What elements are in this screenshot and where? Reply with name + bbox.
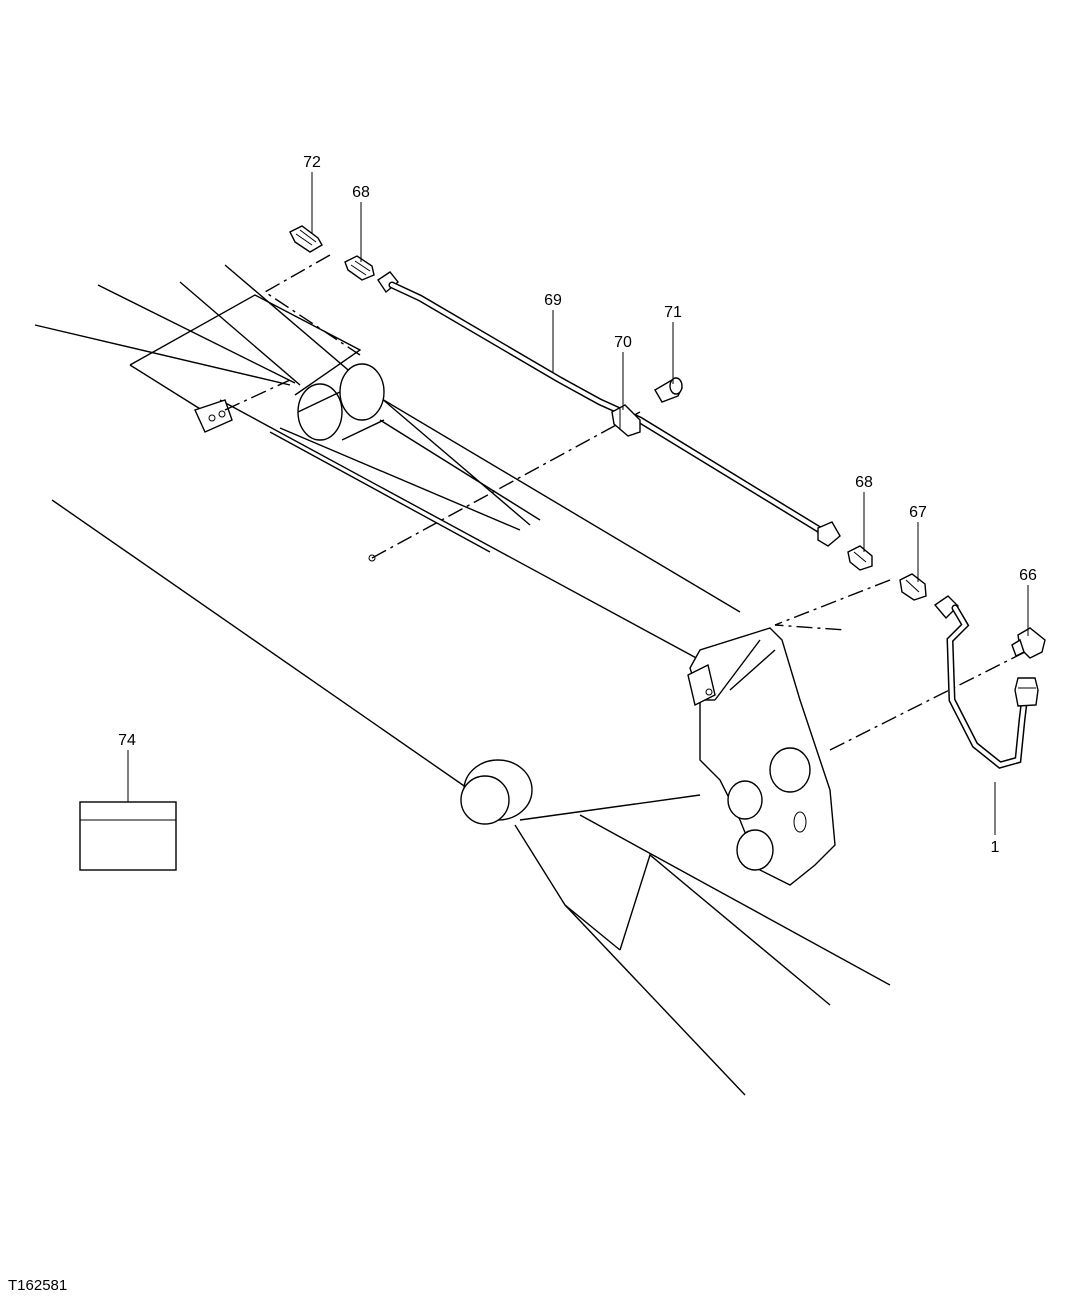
far-bracket [194,399,233,433]
far-pin-boss [297,383,343,441]
figure-id: T162581 [8,1277,67,1294]
callout-67: 67 [909,504,927,521]
callout-71: 71 [664,304,682,321]
leader-lines [127,172,1029,835]
adapter-68-top [344,255,375,281]
boom-clevis [689,627,836,886]
steel-line-69 [377,271,841,547]
clamp-70 [611,404,641,437]
fitting-67 [899,573,927,601]
boom-body [34,264,891,1096]
callout-69: 69 [544,292,562,309]
clevis-pin-bottom [736,829,774,871]
adapter-68-bottom [847,545,873,571]
center-lines [224,254,1026,751]
callouts: 72 68 69 71 70 68 67 66 74 1 [118,154,1037,856]
decal-74 [79,801,177,871]
callout-74: 74 [118,732,136,749]
callout-72: 72 [303,154,321,171]
hose-1 [933,595,1039,769]
cap-screw-71 [654,377,683,403]
callout-68-top: 68 [352,184,370,201]
callout-66: 66 [1019,567,1037,584]
callout-1: 1 [991,839,1000,856]
fitting-66 [1011,627,1046,659]
fitting-72 [289,225,323,253]
callout-68-bottom: 68 [855,474,873,491]
clevis-pin-top [769,747,811,793]
callout-70: 70 [614,334,632,351]
